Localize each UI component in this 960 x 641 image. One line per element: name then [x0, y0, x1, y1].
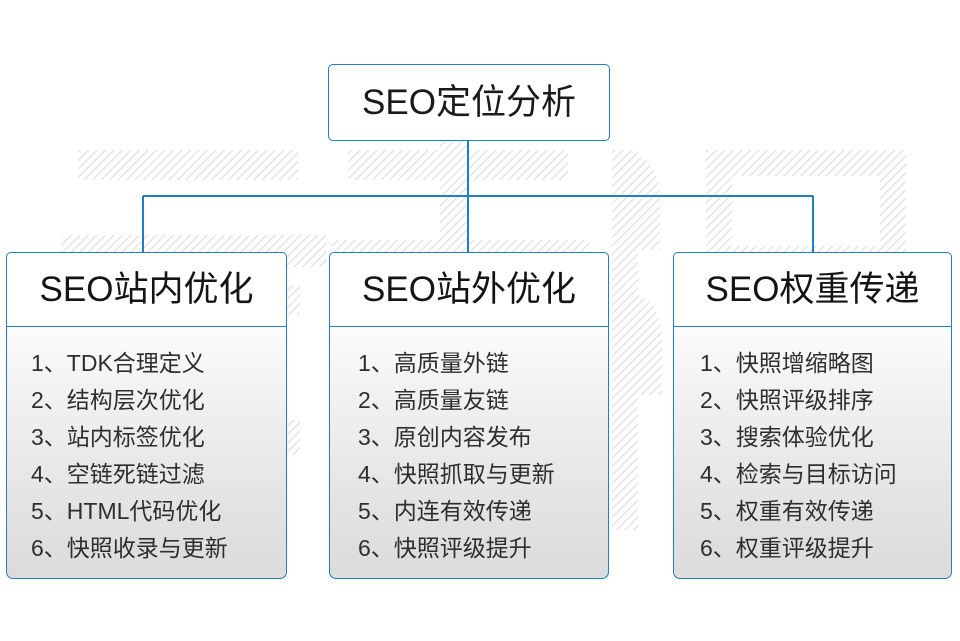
- root-node-title: SEO定位分析: [362, 83, 576, 122]
- list-item: 1、快照增缩略图: [700, 350, 874, 376]
- branch-header-title-0: SEO站内优化: [39, 270, 254, 309]
- list-item: 1、TDK合理定义: [31, 350, 205, 376]
- list-item: 5、内连有效传递: [358, 498, 532, 524]
- branch-list-0: 1、TDK合理定义 2、结构层次优化 3、站内标签优化 4、空链死链过滤 5、H…: [6, 327, 287, 579]
- list-item: 4、空链死链过滤: [31, 461, 205, 487]
- list-item: 5、HTML代码优化: [31, 498, 222, 524]
- branch-list-2: 1、快照增缩略图 2、快照评级排序 3、搜索体验优化 4、检索与目标访问 5、权…: [673, 327, 952, 579]
- branch-column-seo-offsite: SEO站外优化 1、高质量外链 2、高质量友链 3、原创内容发布 4、快照抓取与…: [329, 252, 609, 579]
- list-item: 3、原创内容发布: [358, 424, 532, 450]
- list-item: 6、权重评级提升: [700, 535, 874, 561]
- list-item: 2、高质量友链: [358, 387, 509, 413]
- list-item: 5、权重有效传递: [700, 498, 874, 524]
- branch-column-seo-onsite: SEO站内优化 1、TDK合理定义 2、结构层次优化 3、站内标签优化 4、空链…: [6, 252, 287, 579]
- list-item: 4、快照抓取与更新: [358, 461, 555, 487]
- list-item: 4、检索与目标访问: [700, 461, 897, 487]
- branch-header-1[interactable]: SEO站外优化: [329, 252, 609, 327]
- branch-column-seo-weight: SEO权重传递 1、快照增缩略图 2、快照评级排序 3、搜索体验优化 4、检索与…: [673, 252, 952, 579]
- root-node[interactable]: SEO定位分析: [328, 64, 610, 141]
- list-item: 6、快照收录与更新: [31, 535, 228, 561]
- branch-header-0[interactable]: SEO站内优化: [6, 252, 287, 327]
- list-item: 2、快照评级排序: [700, 387, 874, 413]
- branch-header-2[interactable]: SEO权重传递: [673, 252, 952, 327]
- list-item: 3、站内标签优化: [31, 424, 205, 450]
- branch-header-title-2: SEO权重传递: [705, 270, 920, 309]
- list-item: 1、高质量外链: [358, 350, 509, 376]
- list-item: 6、快照评级提升: [358, 535, 532, 561]
- list-item: 3、搜索体验优化: [700, 424, 874, 450]
- branch-list-1: 1、高质量外链 2、高质量友链 3、原创内容发布 4、快照抓取与更新 5、内连有…: [329, 327, 609, 579]
- branch-header-title-1: SEO站外优化: [362, 270, 576, 309]
- list-item: 2、结构层次优化: [31, 387, 205, 413]
